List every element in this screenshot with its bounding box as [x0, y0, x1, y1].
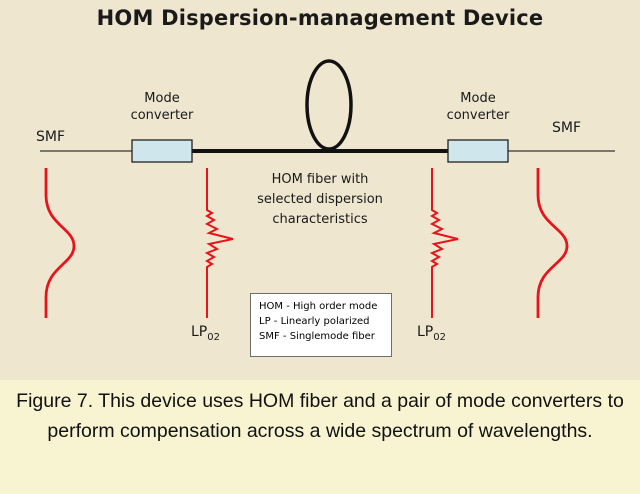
left-smf-label: SMF: [36, 129, 66, 145]
left-lp02-mode-profile: [204, 168, 234, 318]
hom-fiber-label: HOM fiber with selected dispersion chara…: [250, 170, 390, 230]
right-lp02-mode-profile: [429, 168, 459, 318]
left-lp02-sub: 02: [207, 331, 220, 343]
hom-fiber-loop: [305, 59, 353, 151]
right-mode-converter: [447, 139, 509, 163]
figure-caption: Figure 7. This device uses HOM fiber and…: [0, 380, 640, 494]
right-lp02-label: LP02: [417, 324, 446, 343]
diagram-graphics: [40, 59, 615, 318]
right-lp02-sub: 02: [433, 331, 446, 343]
right-converter-label-line1: Mode: [460, 91, 496, 106]
diagram-title: HOM Dispersion-management Device: [96, 6, 544, 30]
left-lp02-label: LP02: [191, 324, 220, 343]
legend-item-hom: HOM - High order mode: [259, 301, 378, 312]
left-converter-label-line2: converter: [130, 108, 194, 123]
left-lp02-base: LP: [191, 324, 208, 340]
right-lp02-base: LP: [417, 324, 434, 340]
diagram-panel: HOM Dispersion-management Device Mode co…: [36, 6, 615, 357]
left-smf-mode-profile: [44, 168, 76, 318]
right-smf-mode-profile: [536, 168, 569, 318]
hom-fiber-label-line1: HOM fiber with: [271, 172, 369, 187]
right-converter-label: Mode converter: [438, 90, 518, 124]
left-converter-label-line1: Mode: [144, 91, 180, 106]
legend-item-lp: LP - Linearly polarized: [259, 316, 370, 327]
hom-fiber-label-line2: selected dispersion: [257, 192, 383, 207]
hom-fiber-label-line3: characteristics: [272, 212, 368, 227]
left-mode-converter: [131, 139, 193, 163]
legend-box: HOM - High order mode LP - Linearly pola…: [250, 293, 392, 357]
right-converter-label-line2: converter: [446, 108, 510, 123]
legend-item-smf: SMF - Singlemode fiber: [259, 331, 375, 342]
left-converter-label: Mode converter: [122, 90, 202, 124]
right-smf-label: SMF: [552, 120, 582, 136]
